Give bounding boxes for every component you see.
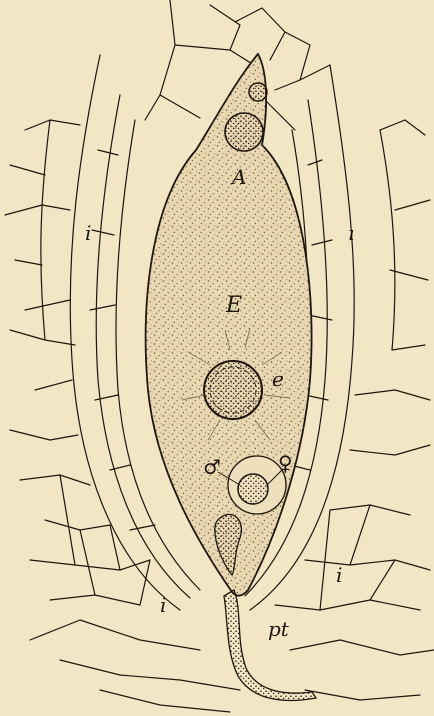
label-female-symbol: ♀ [278, 451, 293, 475]
label-integument-left-upper: i [85, 221, 91, 245]
label-antipodal: A [230, 165, 246, 189]
label-integument-right-lower: i [336, 563, 342, 587]
label-integument-left-lower: i [160, 593, 166, 617]
label-male-symbol: ♂ [203, 455, 221, 479]
label-pollen-tube: pt [268, 617, 290, 641]
fusing-nucleus [238, 474, 268, 504]
label-endosperm: E [225, 293, 242, 318]
antipodal-nucleus-small [249, 83, 267, 101]
label-egg: e [272, 367, 284, 391]
label-integument-right-upper: ı [348, 221, 354, 245]
egg-nucleus [204, 361, 262, 419]
pollen-tube [224, 590, 316, 700]
